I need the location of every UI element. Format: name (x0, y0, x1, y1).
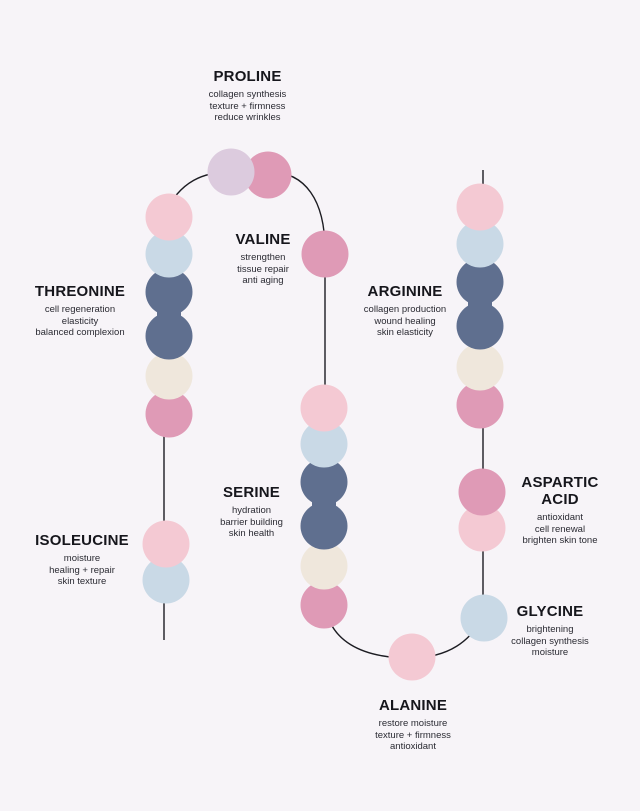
benefit: balanced complexion (35, 327, 125, 338)
benefit: healing + repair (49, 564, 115, 576)
bead (142, 520, 190, 568)
benefit: restore moisture (378, 718, 448, 729)
benefit: texture + firmness (375, 729, 451, 741)
amino-name: THREONINE (34, 283, 126, 300)
bead (145, 193, 193, 241)
label-proline: PROLINE collagen synthesis texture + fir… (170, 68, 325, 124)
benefit: brightening (526, 624, 574, 635)
bead (145, 230, 193, 278)
bead (458, 468, 506, 516)
amino-name: ISOLEUCINE (35, 532, 129, 549)
label-alanine: ALANINE restore moisture texture + firmn… (358, 697, 468, 753)
bead (244, 151, 292, 199)
bead (300, 542, 348, 590)
benefit: collagen synthesis (208, 89, 287, 100)
bead (456, 220, 504, 268)
label-serine: SERINE hydration barrier building skin h… (200, 484, 303, 540)
benefit: elasticity (61, 315, 99, 327)
benefit: skin texture (57, 576, 107, 587)
bead (207, 148, 255, 196)
bead (301, 230, 349, 278)
bead (456, 343, 504, 391)
bead (458, 504, 506, 552)
benefit: reduce wrinkles (214, 112, 281, 123)
benefit: cell renewal (534, 523, 586, 535)
benefit: strengthen (240, 252, 286, 263)
bead (145, 352, 193, 400)
label-valine: VALINE strengthen tissue repair anti agi… (208, 231, 318, 287)
benefit: moisture (531, 647, 569, 658)
benefit: cell regeneration (44, 304, 116, 315)
label-aspartic-acid: ASPARTIC ACID antioxidant cell renewal b… (505, 474, 615, 547)
amino-name: PROLINE (213, 68, 282, 85)
label-glycine: GLYCINE brightening collagen synthesis m… (495, 603, 605, 659)
bead (388, 633, 436, 681)
benefit: tissue repair (237, 263, 289, 275)
amino-name: GLYCINE (516, 603, 584, 620)
bead (300, 384, 348, 432)
benefit: antioxidant (537, 512, 583, 523)
label-isoleucine: ISOLEUCINE moisture healing + repair ski… (22, 532, 142, 588)
benefit: anti aging (242, 275, 284, 286)
bead (142, 556, 190, 604)
bead-navy-pair (456, 258, 504, 350)
bead-navy-pair (300, 458, 348, 550)
bead (145, 390, 193, 438)
benefit: skin health (228, 528, 275, 539)
label-arginine: ARGININE collagen production wound heali… (350, 283, 460, 339)
benefit: barrier building (220, 516, 283, 528)
benefit: moisture (63, 553, 101, 564)
benefit: texture + firmness (209, 100, 286, 112)
bead (460, 594, 508, 642)
bead (300, 581, 348, 629)
benefit: skin elasticity (377, 327, 433, 338)
amino-name: ASPARTIC (521, 474, 599, 491)
label-threonine: THREONINE cell regeneration elasticity b… (20, 283, 140, 339)
benefit: collagen synthesis (511, 635, 589, 647)
bead (300, 420, 348, 468)
benefit: brighten skin tone (522, 535, 598, 546)
amino-name: VALINE (235, 231, 291, 248)
benefit: collagen production (363, 304, 447, 315)
benefit: hydration (231, 505, 272, 516)
amino-name: ARGININE (367, 283, 443, 300)
bead (456, 183, 504, 231)
benefit: antioxidant (390, 741, 436, 752)
amino-name-line2: ACID (541, 491, 579, 508)
amino-name: SERINE (222, 484, 281, 501)
amino-name: ALANINE (378, 697, 448, 714)
benefit: wound healing (374, 315, 436, 327)
bead (456, 381, 504, 429)
bead-navy-pair (145, 268, 193, 360)
